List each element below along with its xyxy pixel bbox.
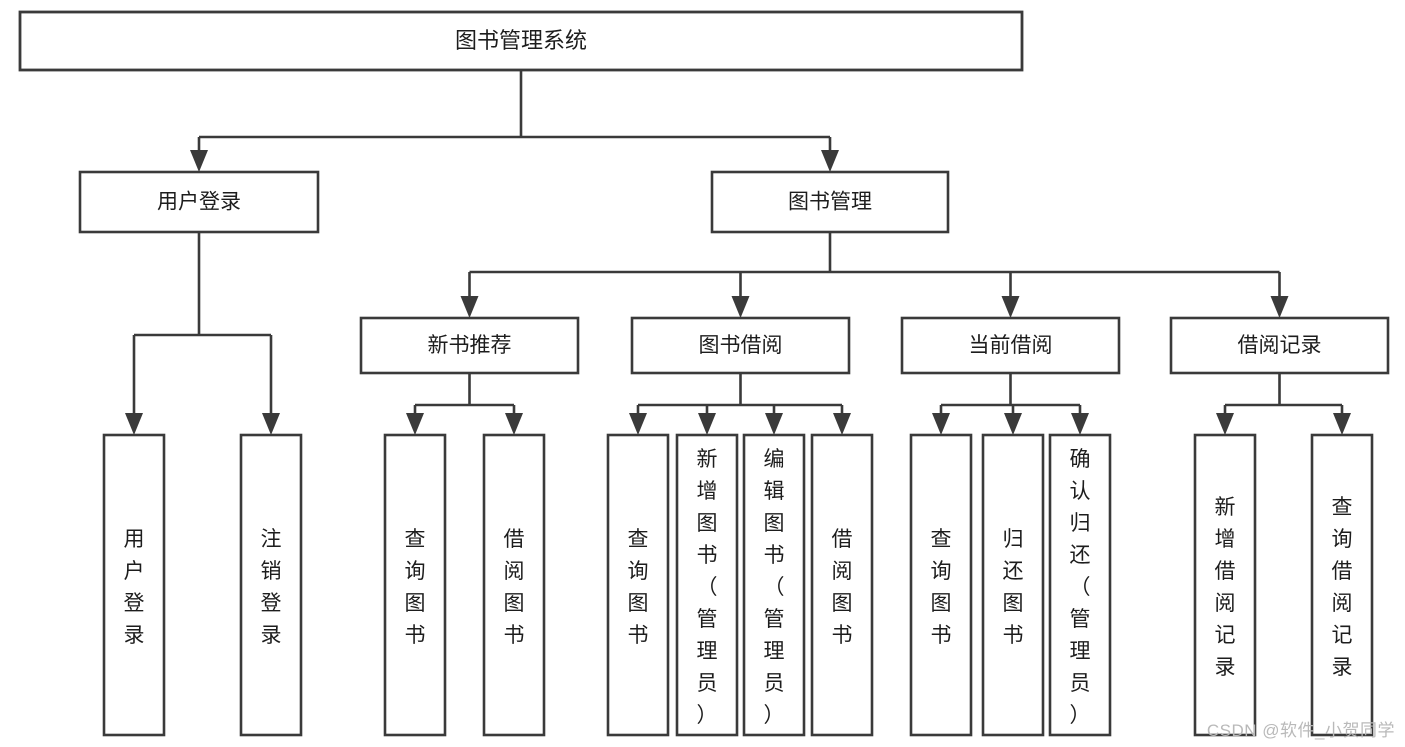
node-box-outline — [675, 433, 739, 737]
node-label-leaf-user-login: 用户登录 — [124, 528, 145, 647]
node-box-outline — [909, 433, 973, 737]
node-label-book-borrowing: 图书借阅 — [699, 334, 783, 357]
node-leaf-query-book-3[interactable]: 查询图书 — [909, 433, 973, 737]
node-label-leaf-confirm-return-admin: 确认归还（管理员） — [1070, 448, 1091, 727]
node-label-borrow-records: 借阅记录 — [1238, 334, 1322, 357]
node-label-leaf-borrow-book-1: 借阅图书 — [504, 528, 525, 647]
node-leaf-query-book-2[interactable]: 查询图书 — [606, 433, 670, 737]
arrow-head-icon — [460, 296, 479, 318]
node-box-outline — [359, 316, 580, 375]
arrow-head-icon — [190, 150, 208, 172]
arrow-head-icon — [125, 413, 143, 435]
node-label-book-management: 图书管理 — [788, 191, 872, 214]
arrow-head-icon — [262, 413, 280, 435]
node-label-current-borrowing: 当前借阅 — [969, 334, 1053, 357]
node-leaf-query-borrow-record[interactable]: 查询借阅记录 — [1310, 433, 1374, 737]
node-box-outline — [1310, 433, 1374, 737]
node-layer: 图书管理系统用户登录图书管理用户登录注销登录新书推荐图书借阅当前借阅借阅记录查询… — [18, 10, 1390, 737]
node-borrow-records[interactable]: 借阅记录 — [1169, 316, 1390, 375]
node-box-outline — [900, 316, 1121, 375]
node-leaf-add-borrow-record[interactable]: 新增借阅记录 — [1193, 433, 1257, 737]
node-label-leaf-query-borrow-record: 查询借阅记录 — [1332, 496, 1353, 679]
arrow-head-icon — [1004, 413, 1022, 435]
arrow-head-icon — [698, 413, 716, 435]
node-label-leaf-query-book-1: 查询图书 — [405, 528, 426, 647]
node-leaf-query-book-1[interactable]: 查询图书 — [383, 433, 447, 737]
arrow-head-icon — [505, 413, 523, 435]
node-box-outline — [18, 10, 1024, 72]
node-leaf-borrow-book-1[interactable]: 借阅图书 — [482, 433, 546, 737]
arrow-head-icon — [629, 413, 647, 435]
node-new-book-recommend[interactable]: 新书推荐 — [359, 316, 580, 375]
arrow-head-icon — [1333, 413, 1351, 435]
arrow-head-icon — [1270, 296, 1289, 318]
node-box-outline — [742, 433, 806, 737]
node-leaf-borrow-book-2[interactable]: 借阅图书 — [810, 433, 874, 737]
node-box-outline — [981, 433, 1045, 737]
arrow-head-icon — [1216, 413, 1234, 435]
node-user-login[interactable]: 用户登录 — [78, 170, 320, 234]
node-box-outline — [710, 170, 950, 234]
node-box-outline — [102, 433, 166, 737]
arrow-head-icon — [731, 296, 750, 318]
node-box-outline — [810, 433, 874, 737]
node-label-leaf-query-book-2: 查询图书 — [628, 528, 649, 647]
node-leaf-user-logout[interactable]: 注销登录 — [239, 433, 303, 737]
node-box-outline — [1193, 433, 1257, 737]
node-label-leaf-edit-book-admin: 编辑图书（管理员） — [764, 448, 785, 727]
node-label-leaf-borrow-book-2: 借阅图书 — [832, 528, 853, 647]
node-book-borrowing[interactable]: 图书借阅 — [630, 316, 851, 375]
node-leaf-confirm-return-admin[interactable]: 确认归还（管理员） — [1048, 433, 1112, 737]
node-leaf-user-login[interactable]: 用户登录 — [102, 433, 166, 737]
arrow-head-icon — [821, 150, 839, 172]
node-label-leaf-return-book: 归还图书 — [1003, 528, 1024, 647]
arrow-head-icon — [1001, 296, 1020, 318]
node-label-new-book-recommend: 新书推荐 — [428, 334, 512, 357]
node-label-leaf-user-logout: 注销登录 — [261, 528, 282, 647]
node-box-outline — [606, 433, 670, 737]
node-leaf-return-book[interactable]: 归还图书 — [981, 433, 1045, 737]
node-label-root: 图书管理系统 — [455, 28, 587, 53]
node-current-borrowing[interactable]: 当前借阅 — [900, 316, 1121, 375]
node-box-outline — [239, 433, 303, 737]
arrow-head-icon — [932, 413, 950, 435]
node-box-outline — [482, 433, 546, 737]
node-box-outline — [1169, 316, 1390, 375]
arrow-head-icon — [765, 413, 783, 435]
node-label-leaf-add-book-admin: 新增图书（管理员） — [697, 448, 718, 727]
node-box-outline — [383, 433, 447, 737]
arrow-head-icon — [833, 413, 851, 435]
node-book-management[interactable]: 图书管理 — [710, 170, 950, 234]
node-label-leaf-add-borrow-record: 新增借阅记录 — [1215, 496, 1236, 679]
node-root-system[interactable]: 图书管理系统 — [18, 10, 1024, 72]
arrow-head-icon — [406, 413, 424, 435]
node-box-outline — [630, 316, 851, 375]
node-leaf-add-book-admin[interactable]: 新增图书（管理员） — [675, 433, 739, 737]
node-box-outline — [78, 170, 320, 234]
connector-layer — [125, 70, 1351, 435]
node-leaf-edit-book-admin[interactable]: 编辑图书（管理员） — [742, 433, 806, 737]
arrow-head-icon — [1071, 413, 1089, 435]
watermark-label: CSDN @软件_小贺同学 — [1206, 721, 1395, 740]
node-label-user-login: 用户登录 — [157, 191, 241, 214]
node-box-outline — [1048, 433, 1112, 737]
node-label-leaf-query-book-3: 查询图书 — [931, 528, 952, 647]
